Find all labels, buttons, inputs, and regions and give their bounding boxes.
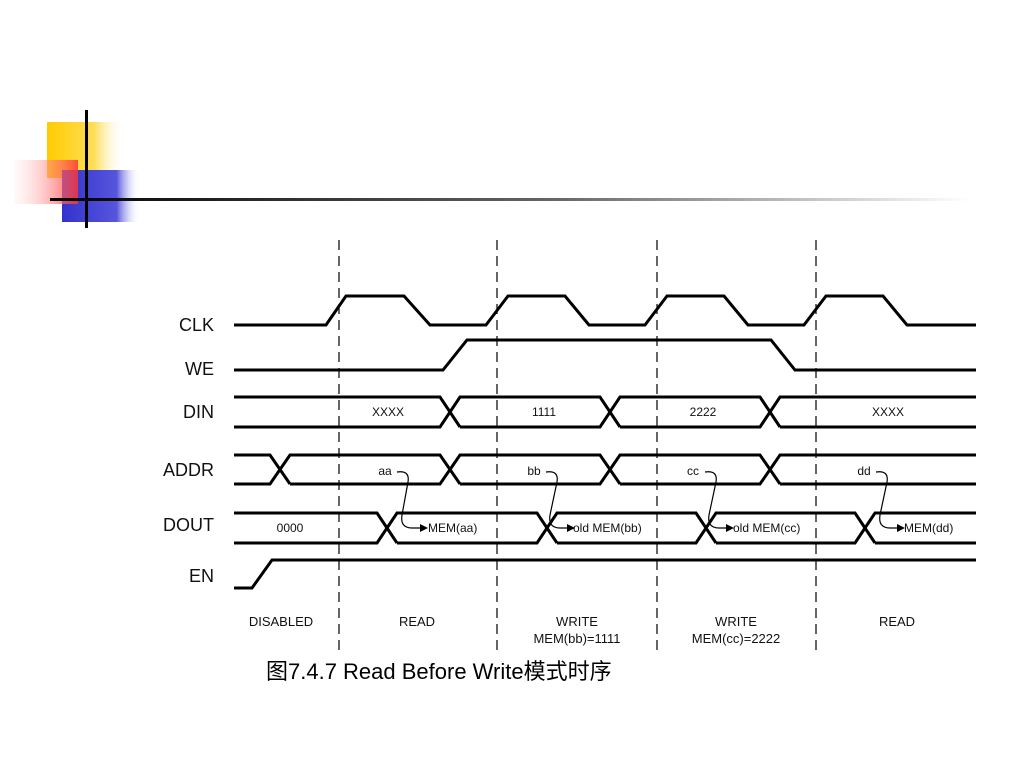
dout-value-4: old MEM(cc)	[733, 521, 800, 535]
signal-label-we: WE	[185, 359, 214, 379]
addr-value-4: dd	[857, 464, 870, 478]
causality-arrows	[396, 471, 905, 532]
dout-value-2: MEM(aa)	[428, 521, 477, 535]
din-value-2: 1111	[532, 405, 556, 419]
clk-waveform	[234, 294, 976, 327]
addr-bus	[234, 453, 976, 486]
dout-value-3: old MEM(bb)	[573, 521, 642, 535]
addr-value-1: aa	[378, 464, 392, 478]
phase-label-2: READ	[399, 614, 435, 629]
addr-value-3: cc	[687, 464, 699, 478]
phase-label-4: WRITE	[715, 614, 757, 629]
vertical-rule	[85, 110, 88, 228]
phase-label-5: READ	[879, 614, 915, 629]
timing-diagram: CLK WE DIN ADDR DOUT EN XXXX 1111 2222 X…	[163, 240, 976, 650]
signal-label-dout: DOUT	[163, 515, 214, 535]
din-bus	[234, 395, 976, 429]
dout-bus	[234, 511, 976, 545]
din-value-4: XXXX	[872, 405, 904, 419]
signal-label-addr: ADDR	[163, 460, 214, 480]
signal-label-clk: CLK	[179, 315, 214, 335]
addr-value-2: bb	[527, 464, 541, 478]
en-waveform	[234, 558, 976, 590]
din-value-3: 2222	[690, 405, 717, 419]
figure-caption: 图7.4.7 Read Before Write模式时序	[266, 659, 612, 684]
horizontal-rule	[50, 198, 970, 201]
slide-decoration	[14, 110, 970, 228]
signal-label-en: EN	[189, 566, 214, 586]
phase-label-3: WRITE	[556, 614, 598, 629]
phase-sub-3: MEM(bb)=1111	[533, 631, 620, 646]
dout-value-1: 0000	[277, 521, 304, 535]
signal-label-din: DIN	[183, 402, 214, 422]
phase-label-1: DISABLED	[249, 614, 313, 629]
din-value-1: XXXX	[372, 405, 404, 419]
phase-sub-4: MEM(cc)=2222	[692, 631, 781, 646]
dout-value-5: MEM(dd)	[904, 521, 953, 535]
red-square	[14, 160, 78, 204]
we-waveform	[234, 338, 976, 372]
